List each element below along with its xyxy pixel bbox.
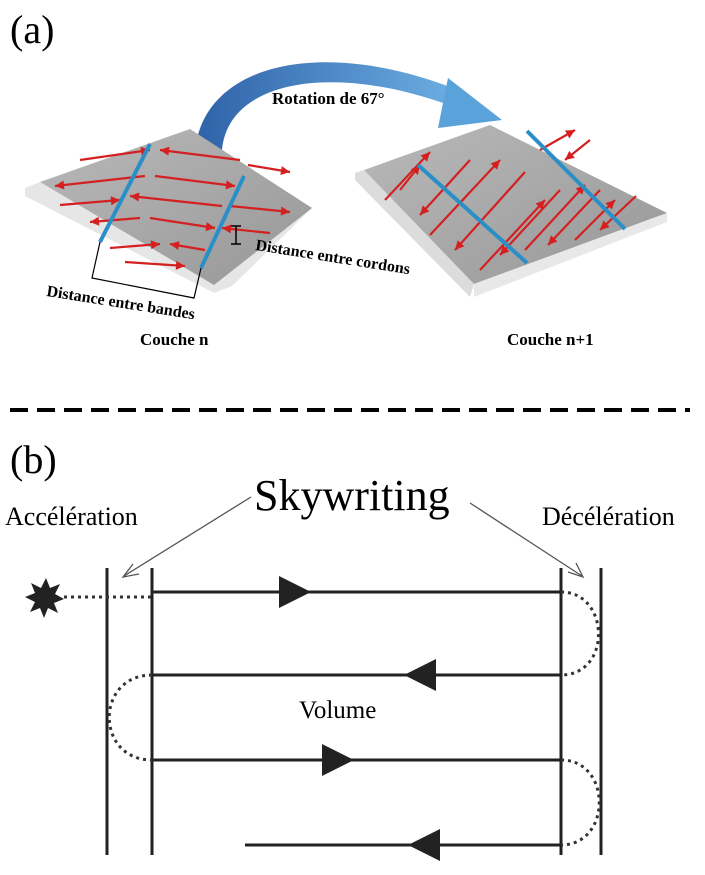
scan-arrow-head [170, 241, 180, 250]
scan-arrow-head [420, 152, 430, 162]
laser-start-icon [25, 578, 64, 618]
scan-arrow-head [565, 150, 575, 160]
layer-n1-plate [355, 125, 667, 297]
scan-arrow-head [600, 220, 610, 230]
scan-arrow-line [54, 174, 146, 188]
scan-arrow-line [524, 184, 586, 251]
panel-a-label: (a) [10, 7, 55, 52]
layer-n-label: Couche n [140, 330, 209, 349]
rotation-label: Rotation de 67° [272, 89, 385, 108]
scan-boundary-lines [105, 568, 603, 855]
scan-arrow-head [455, 240, 465, 250]
skywriting-label: Skywriting [254, 471, 450, 520]
scan-arrow-line [499, 189, 561, 256]
hatch-distance-marker [231, 225, 241, 245]
scan-arrow-line [59, 198, 121, 207]
skywriting-dotted-path [64, 590, 601, 847]
scan-arrow-head [55, 180, 65, 190]
skywriting-pointer-lines [121, 496, 585, 579]
scan-arrow-head [500, 245, 510, 255]
scan-arrow-head [205, 222, 215, 232]
layer-n-stripe-borders [98, 143, 246, 269]
scan-arrow-head [605, 200, 615, 210]
scan-arrow-head [280, 206, 290, 216]
scan-arrow-head [222, 224, 232, 234]
stripe-distance-bracket [91, 241, 202, 299]
scan-arrow-head [150, 240, 160, 250]
acceleration-label: Accélération [5, 502, 138, 531]
scan-arrow-line [574, 199, 616, 241]
scan-arrow-line [159, 148, 241, 162]
scan-arrow-head [420, 205, 430, 215]
scan-arrow-head [410, 165, 420, 175]
scan-arrow-head [175, 260, 185, 270]
layer-n1-label: Couche n+1 [507, 330, 594, 349]
scan-arrow-line [129, 194, 223, 208]
scan-arrow-head [564, 130, 575, 139]
panel-b-label: (b) [10, 437, 57, 482]
scan-arrow-head [225, 180, 235, 190]
scan-arrow-head [548, 235, 558, 245]
scan-arrow-head [280, 166, 290, 175]
layer-n-scan-arrows [54, 146, 291, 270]
scan-arrow-line [154, 174, 236, 188]
deceleration-label: Décélération [542, 502, 675, 531]
scan-vectors [152, 590, 561, 847]
scan-arrow-head [110, 196, 120, 206]
scan-arrow-line [149, 216, 216, 230]
rotation-arrow [195, 62, 502, 150]
layer-n1-stripe-borders [416, 129, 627, 265]
scan-arrow-line [547, 189, 601, 246]
scan-arrow-line [454, 171, 526, 251]
scan-arrow-head [90, 216, 100, 226]
scan-arrow-line [479, 199, 546, 271]
scan-arrow-line [79, 148, 151, 162]
scan-direction-arrowheads [279, 576, 440, 861]
volume-label: Volume [299, 697, 377, 724]
scan-arrow-head [160, 146, 170, 156]
scan-arrow-line [124, 260, 186, 268]
scan-arrow-line [429, 159, 501, 236]
scan-arrow-line [384, 151, 431, 201]
scan-arrow-head [490, 160, 500, 170]
scan-arrow-line [229, 204, 291, 214]
layer-n-plate [25, 129, 312, 293]
scan-arrow-head [130, 192, 140, 202]
